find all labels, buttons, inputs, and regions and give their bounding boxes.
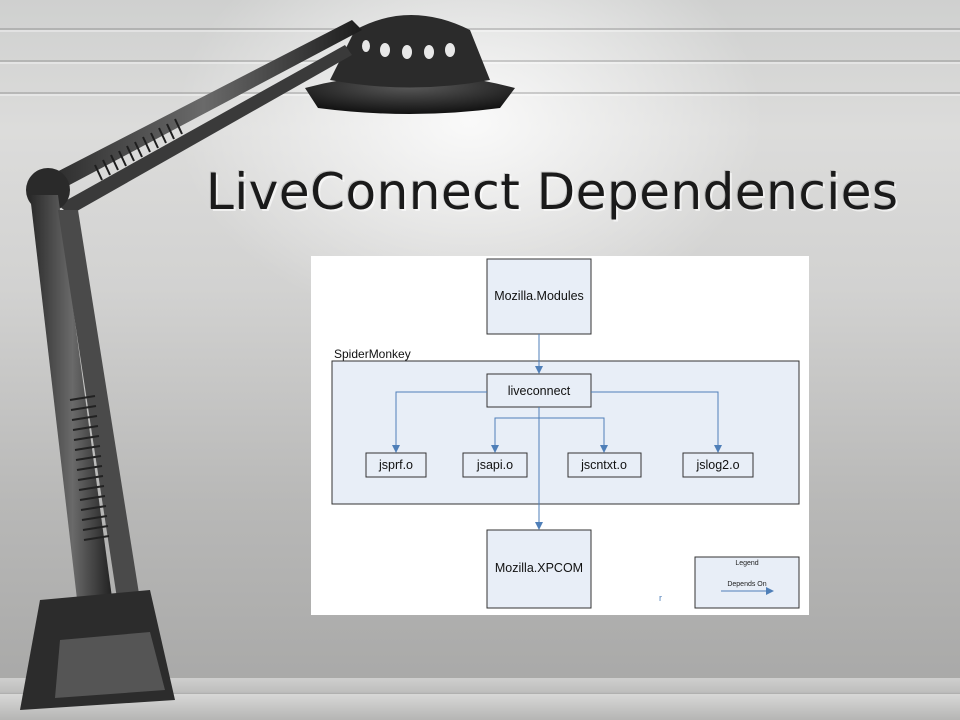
legend-entry-label: Depends On: [727, 581, 766, 588]
node-jscntxt-label: jscntxt.o: [580, 458, 627, 472]
lamp-upper-arm-2: [58, 45, 352, 215]
legend-title: Legend: [735, 560, 758, 567]
node-jsprf-label: jsprf.o: [378, 458, 413, 472]
lamp-lower-arm-2: [58, 210, 140, 605]
dependency-edges: [392, 334, 722, 530]
lamp-upper-arm: [45, 20, 362, 190]
slide-title: LiveConnect Dependencies: [206, 163, 899, 221]
node-jsprf: [365, 452, 427, 478]
lamp-base-detail: [55, 632, 165, 698]
spidermonkey-label: SpiderMonkey: [334, 347, 411, 361]
dependency-diagram: SpiderMonkey Mozilla.Modules liveconnect…: [311, 256, 809, 615]
node-mozilla-xpcom: [486, 529, 592, 609]
node-jscntxt: [567, 452, 642, 478]
edge-liveconnect-to-jsapi: [491, 417, 539, 453]
node-mozilla-xpcom-label: Mozilla.XPCOM: [495, 561, 583, 575]
node-liveconnect: [486, 373, 592, 408]
lamp-vents: [362, 40, 455, 59]
stray-mark: r: [659, 593, 662, 603]
lamp-spring-lower: [69, 395, 110, 541]
edge-liveconnect-to-jslog2: [591, 391, 722, 453]
node-mozilla-modules-label: Mozilla.Modules: [494, 289, 584, 303]
edge-liveconnect-to-jsprf: [392, 391, 487, 453]
edge-liveconnect-to-jscntxt: [539, 417, 608, 453]
node-liveconnect-label: liveconnect: [508, 384, 571, 398]
node-jslog2-label: jslog2.o: [695, 458, 739, 472]
lamp-spring-upper: [94, 118, 183, 181]
legend-box: [694, 556, 800, 609]
node-jsapi-label: jsapi.o: [476, 458, 513, 472]
node-mozilla-modules: [486, 258, 592, 335]
node-jslog2: [682, 452, 754, 478]
diagram-canvas: SpiderMonkey Mozilla.Modules liveconnect…: [331, 258, 800, 609]
node-jsapi: [462, 452, 528, 478]
